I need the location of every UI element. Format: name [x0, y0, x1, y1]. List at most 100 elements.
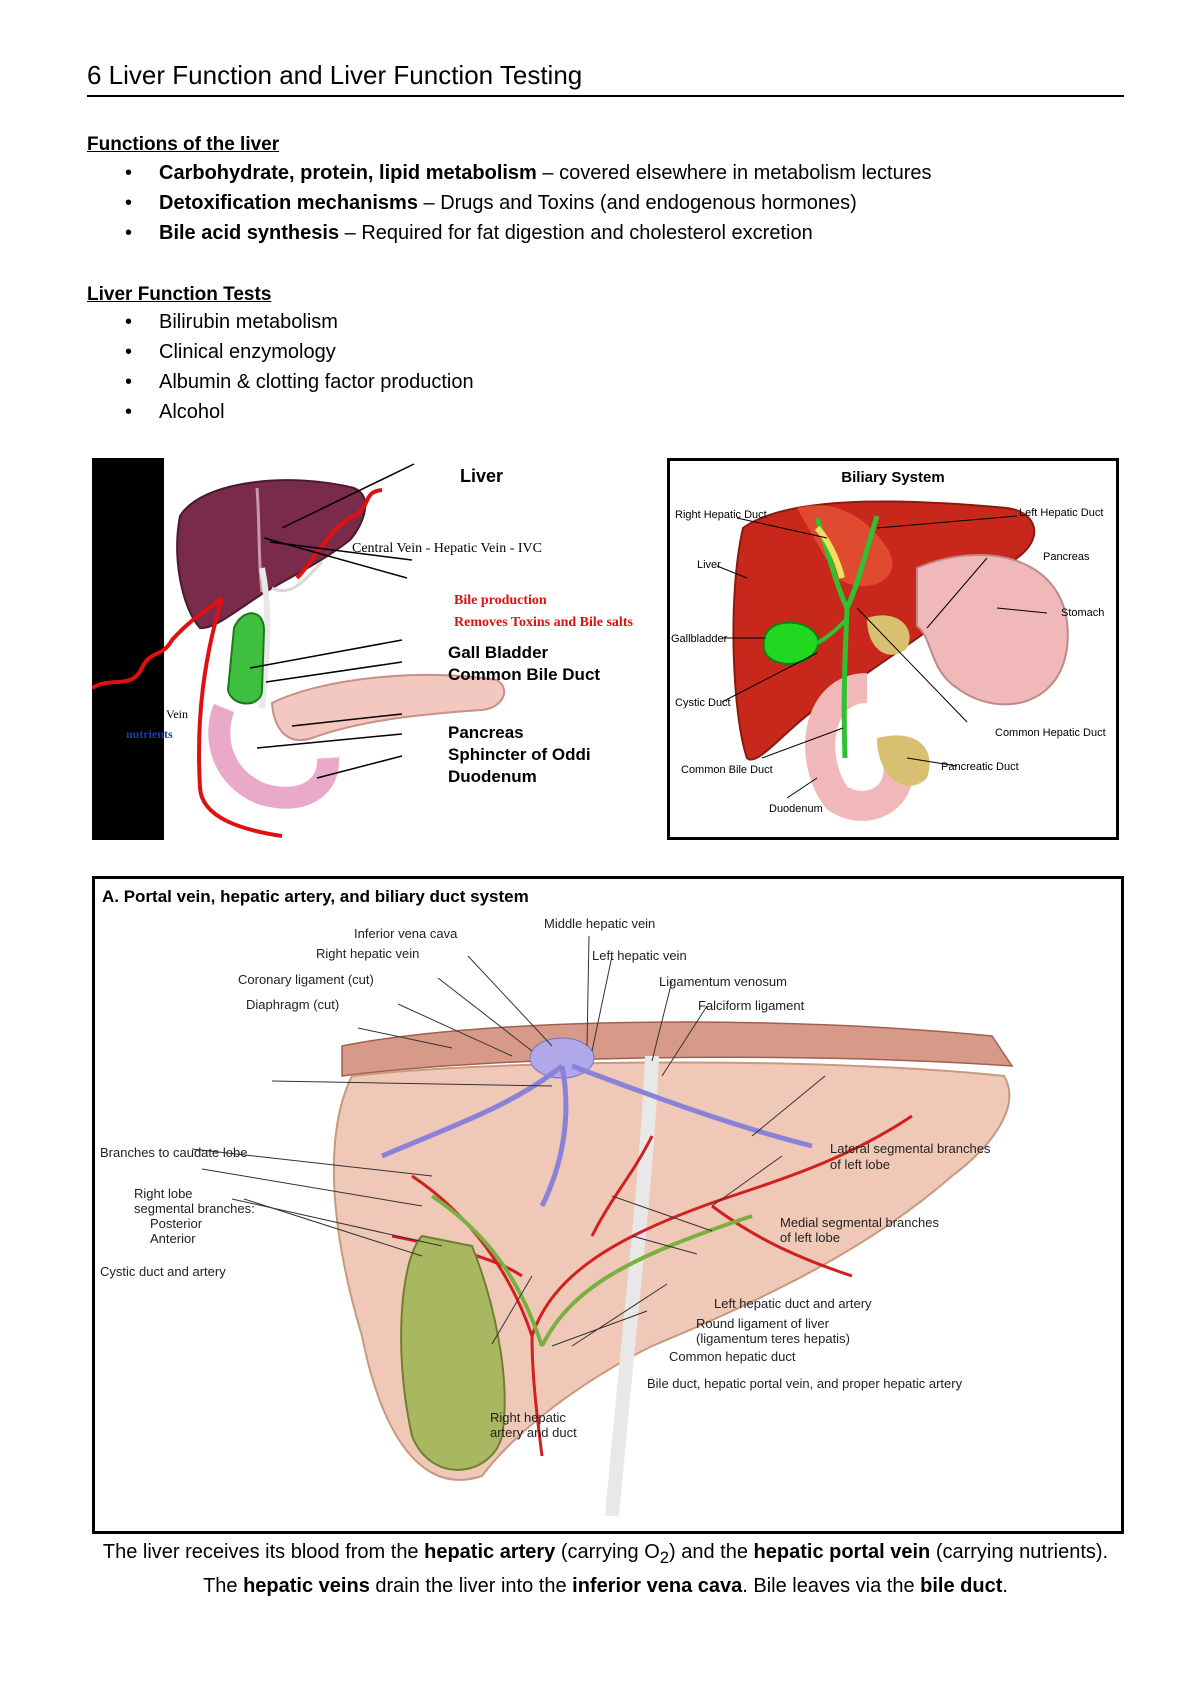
page-title: 6 Liver Function and Liver Function Test… [87, 60, 1124, 97]
label-bile-duct-portal: Bile duct, hepatic portal vein, and prop… [647, 1376, 963, 1391]
duodenum-shape [208, 703, 340, 809]
label-middle-hepatic-vein: Middle hepatic vein [544, 916, 655, 931]
liver-lobe-line [255, 487, 264, 593]
leader-line [291, 713, 403, 727]
section-heading-functions: Functions of the liver [87, 134, 280, 155]
label-common-hepatic-duct: Common Hepatic Duct [995, 727, 1106, 739]
label-coronary-ligament: Coronary ligament (cut) [238, 972, 374, 987]
leader-line [263, 537, 408, 579]
label-caudate: Branches to caudate lobe [100, 1145, 247, 1160]
bile-ducts [430, 1194, 753, 1347]
label-removes-toxins: Removes Toxins and Bile salts [454, 615, 633, 630]
label-right-hepatic-duct: Right Hepatic Duct [675, 509, 767, 521]
leader-line [316, 755, 403, 779]
label-left-hepatic-vein: Left hepatic vein [592, 948, 687, 963]
list-item: Clinical enzymology [110, 337, 474, 367]
label-medial-seg-1: Medial segmental branches [780, 1215, 939, 1230]
label-cystic-duct-artery: Cystic duct and artery [100, 1264, 226, 1279]
falciform-ligament [814, 525, 845, 579]
label-central-vein: Central Vein - Hepatic Vein - IVC [352, 541, 542, 556]
leader-line [249, 639, 403, 669]
label-bile-production: Bile production [454, 593, 547, 608]
vessel-left [92, 596, 224, 690]
list-item: Albumin & clotting factor production [110, 367, 474, 397]
liver-diagram: Liver Central Vein - Hepatic Vein - IVC … [92, 458, 633, 840]
pancreas-shape [270, 673, 506, 741]
pancreas-shape [877, 735, 930, 786]
label-pancreas: Pancreas [448, 723, 524, 742]
section-heading-lft: Liver Function Tests [87, 284, 272, 305]
label-diaphragm: Diaphragm (cut) [246, 997, 339, 1012]
biliary-title: Biliary System [841, 469, 944, 486]
label-round-ligament-1: Round ligament of liver [696, 1316, 830, 1331]
lft-list: Bilirubin metabolism Clinical enzymology… [110, 307, 474, 427]
label-left-hepatic-duct-artery: Left hepatic duct and artery [714, 1296, 872, 1311]
label-pancreas: Pancreas [1043, 551, 1090, 563]
label-anterior: Anterior [150, 1231, 196, 1246]
label-duodenum: Duodenum [769, 803, 823, 815]
leader-lines [191, 935, 826, 1347]
label-round-ligament-2: (ligamentum teres hepatis) [696, 1331, 850, 1346]
liver-shape [176, 479, 367, 630]
portal-title: A. Portal vein, hepatic artery, and bili… [102, 887, 529, 906]
label-medial-seg-2: of left lobe [780, 1230, 840, 1245]
label-left-hepatic-duct: Left Hepatic Duct [1019, 507, 1103, 519]
label-lateral-seg-1: Lateral segmental branches [830, 1141, 991, 1156]
gallbladder-shape [762, 621, 820, 665]
vessel-hepatic [295, 488, 383, 580]
label-common-bile-duct: Common Bile Duct [681, 764, 773, 776]
label-liver: Liver [697, 559, 721, 571]
label-common-hepatic-duct: Common hepatic duct [669, 1349, 796, 1364]
list-item: Detoxification mechanisms – Drugs and To… [110, 188, 931, 218]
label-right-lobe-1: Right lobe [134, 1186, 193, 1201]
label-sphincter: Sphincter of Oddi [448, 745, 591, 764]
leader-lines [716, 515, 1048, 799]
gallbladder-shape [226, 612, 266, 705]
label-ligamentum-venosum: Ligamentum venosum [659, 974, 787, 989]
pancreas-body [867, 615, 910, 655]
label-right-hepatic-vein: Right hepatic vein [316, 946, 419, 961]
label-right-hepatic-1: Right hepatic [490, 1410, 566, 1425]
biliary-system-figure: Biliary System [667, 458, 1119, 840]
label-gallbladder: Gallbladder [671, 633, 728, 645]
portal-vein-diagram: A. Portal vein, hepatic artery, and bili… [92, 876, 1124, 1534]
label-stomach: Stomach [1061, 607, 1104, 619]
portal-vein-figure: A. Portal vein, hepatic artery, and bili… [92, 876, 1124, 1534]
bile-duct-branch [271, 560, 324, 593]
duodenum-shape [805, 673, 914, 821]
label-gall-bladder: Gall Bladder [448, 643, 549, 662]
liver-diagram-figure: Liver Central Vein - Hepatic Vein - IVC … [92, 458, 662, 840]
stomach-shape [916, 554, 1069, 706]
label-vein: Vein [166, 707, 188, 721]
label-lateral-seg-2: of left lobe [830, 1157, 890, 1172]
hepatic-veins [381, 1063, 813, 1208]
list-item: Bile acid synthesis – Required for fat d… [110, 218, 931, 248]
leader-line [256, 733, 403, 749]
label-cystic-duct: Cystic Duct [675, 697, 731, 709]
figure-caption: The liver receives its blood from the he… [102, 1541, 1109, 1597]
biliary-system-diagram: Biliary System [667, 458, 1119, 840]
label-nutrients: nutrients [126, 727, 173, 741]
label-posterior: Posterior [150, 1216, 203, 1231]
list-item: Alcohol [110, 397, 474, 427]
label-duodenum: Duodenum [448, 767, 537, 786]
falciform-shape [605, 1055, 659, 1517]
label-right-lobe-2: segmental branches: [134, 1201, 255, 1216]
label-liver: Liver [460, 466, 503, 486]
label-right-hepatic-2: artery and duct [490, 1425, 577, 1440]
list-item: Bilirubin metabolism [110, 307, 474, 337]
leader-line [269, 541, 413, 561]
black-panel [92, 458, 164, 840]
gallbladder-shape [400, 1234, 506, 1471]
list-item: Carbohydrate, protein, lipid metabolism … [110, 158, 931, 188]
cystic-duct [816, 616, 849, 645]
label-pancreatic-duct: Pancreatic Duct [941, 761, 1019, 773]
label-inferior-vena-cava: Inferior vena cava [354, 926, 458, 941]
bile-duct [259, 567, 271, 709]
functions-list: Carbohydrate, protein, lipid metabolism … [110, 158, 931, 248]
leader-line [281, 463, 415, 529]
label-falciform: Falciform ligament [698, 998, 805, 1013]
vessel-portal [197, 597, 283, 838]
label-common-bile-duct: Common Bile Duct [448, 665, 600, 684]
leader-line [265, 661, 403, 683]
